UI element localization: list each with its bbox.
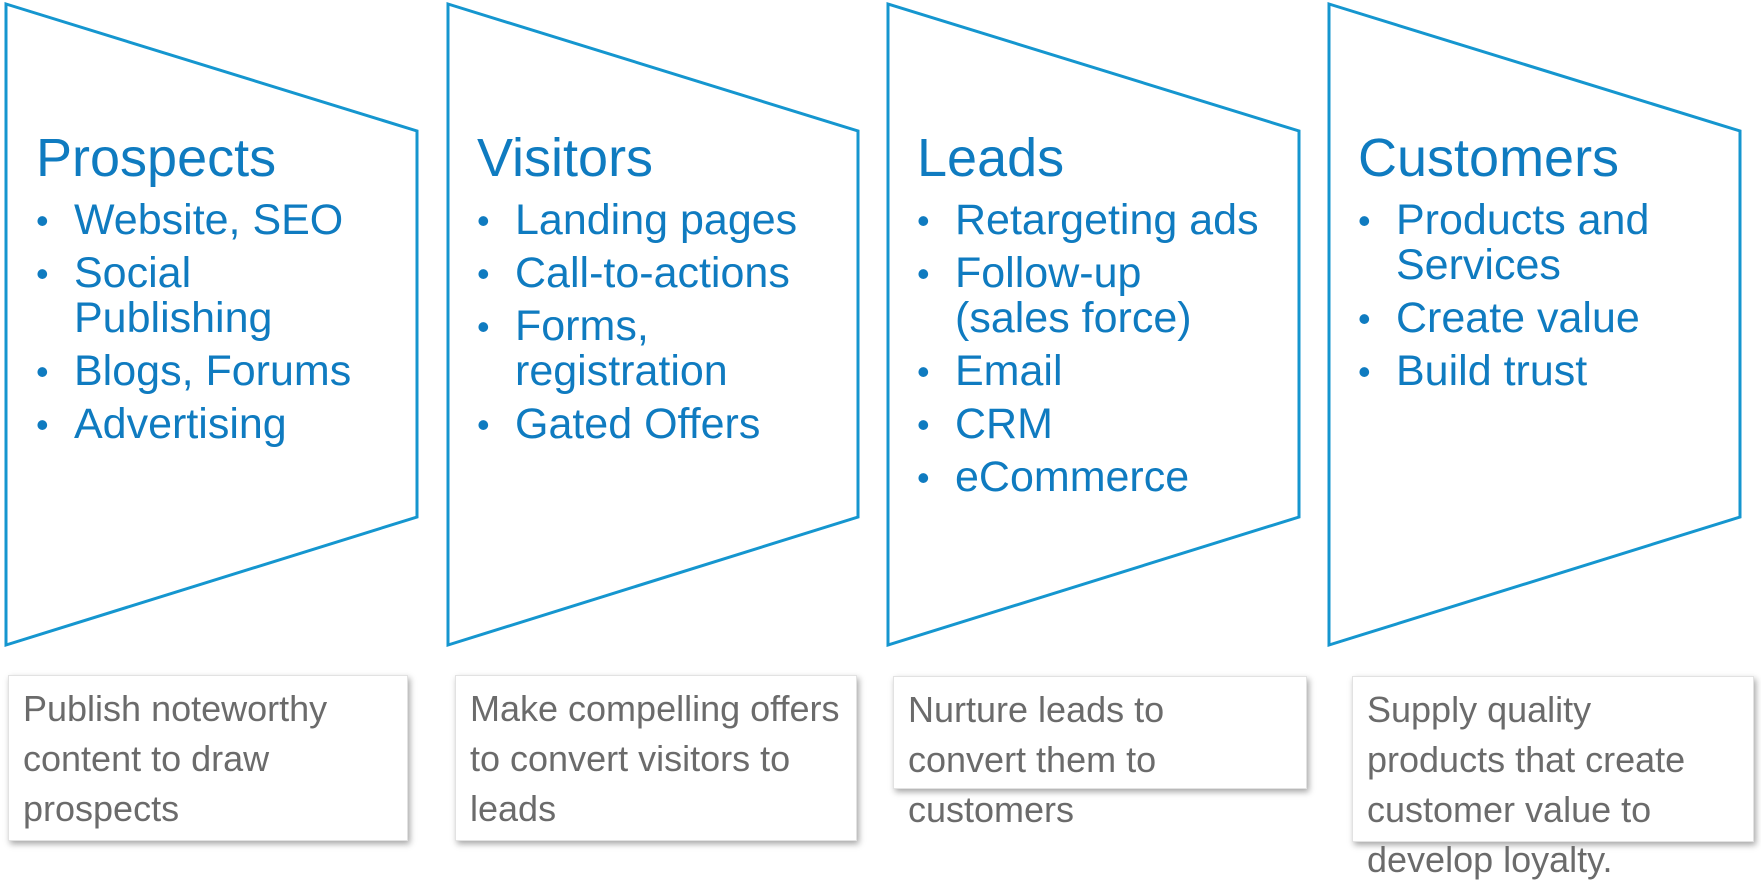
list-item: •Create value: [1358, 294, 1640, 342]
list-item: •eCommerce: [917, 453, 1190, 501]
list-item: •Forms, registration: [477, 302, 728, 395]
stage-shape-visitors: [446, 1, 860, 648]
bullet-dot-icon: •: [917, 253, 930, 294]
bullet-list: •Retargeting ads •Follow-up (sales force…: [917, 198, 1297, 500]
stage-prospects: Prospects •Website, SEO •Social Publishi…: [36, 128, 416, 455]
bullet-dot-icon: •: [36, 404, 49, 445]
list-item: •Follow-up (sales force): [917, 249, 1192, 342]
list-item: •Build trust: [1358, 347, 1588, 395]
bullet-dot-icon: •: [477, 253, 490, 294]
bullet-dot-icon: •: [1358, 298, 1371, 339]
stage-visitors: Visitors •Landing pages •Call-to-actions…: [477, 128, 857, 455]
bullet-dot-icon: •: [1358, 351, 1371, 392]
list-item: •Advertising: [36, 400, 287, 448]
bullet-dot-icon: •: [477, 306, 490, 347]
stage-title: Leads: [917, 128, 1065, 188]
list-item: •Retargeting ads: [917, 196, 1259, 244]
bullet-dot-icon: •: [917, 404, 930, 445]
note-prospects: Publish noteworthy content to draw prosp…: [8, 675, 408, 841]
bullet-dot-icon: •: [917, 457, 930, 498]
bullet-dot-icon: •: [917, 351, 930, 392]
note-visitors: Make compelling offers to convert visito…: [455, 675, 857, 841]
list-item: •Call-to-actions: [477, 249, 790, 297]
bullet-list: •Products and Services •Create value •Bu…: [1358, 198, 1738, 394]
list-item: •Social Publishing: [36, 249, 273, 342]
stage-shape-customers: [1327, 1, 1742, 648]
bullet-dot-icon: •: [917, 200, 930, 241]
list-item: •Email: [917, 347, 1063, 395]
list-item: •Products and Services: [1358, 196, 1650, 289]
bullet-dot-icon: •: [1358, 200, 1371, 241]
stage-shape-leads: [886, 1, 1301, 648]
bullet-dot-icon: •: [36, 351, 49, 392]
bullet-list: •Landing pages •Call-to-actions •Forms, …: [477, 198, 857, 447]
stage-shape-prospects: [4, 1, 419, 648]
list-item: •Landing pages: [477, 196, 798, 244]
stage-customers: Customers •Products and Services •Create…: [1358, 128, 1738, 402]
bullet-list: •Website, SEO •Social Publishing •Blogs,…: [36, 198, 416, 447]
list-item: •CRM: [917, 400, 1053, 448]
bullet-dot-icon: •: [477, 200, 490, 241]
note-leads: Nurture leads to convert them to custome…: [893, 676, 1307, 830]
stage-title: Visitors: [477, 128, 654, 188]
list-item: •Gated Offers: [477, 400, 761, 448]
list-item: •Blogs, Forums: [36, 347, 352, 395]
funnel-stage-shapes: [4, 1, 1742, 648]
funnel-diagram: Prospects •Website, SEO •Social Publishi…: [4, 1, 1754, 880]
stage-title: Customers: [1358, 128, 1620, 188]
stage-title: Prospects: [36, 128, 277, 188]
stage-leads: Leads •Retargeting ads •Follow-up (sales…: [917, 128, 1297, 508]
list-item: •Website, SEO: [36, 196, 344, 244]
bullet-dot-icon: •: [477, 404, 490, 445]
note-customers: Supply quality products that create cust…: [1352, 676, 1754, 880]
bullet-dot-icon: •: [36, 200, 49, 241]
bullet-dot-icon: •: [36, 253, 49, 294]
